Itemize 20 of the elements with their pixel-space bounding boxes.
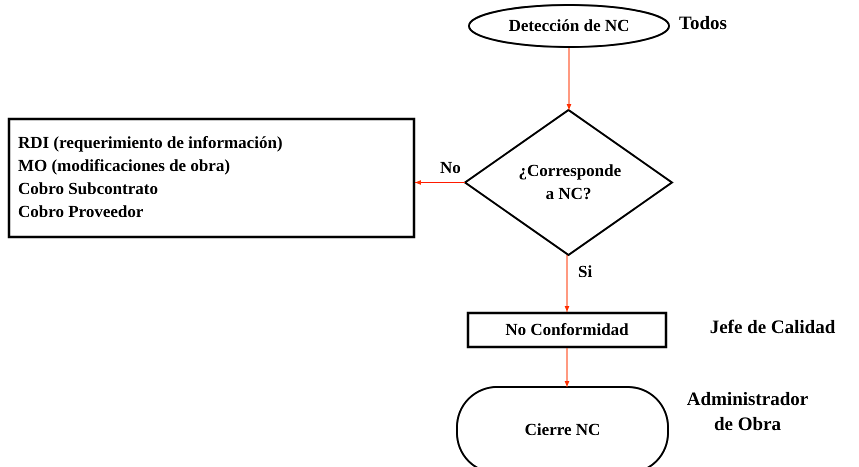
node-label: Cierre NC xyxy=(524,418,600,441)
arrow xyxy=(414,180,466,185)
role-label: Jefe de Calidad xyxy=(708,316,836,340)
node-label: ¿Corresponde a NC? xyxy=(518,160,618,204)
arrow xyxy=(564,348,570,388)
list-item: Cobro Subcontrato xyxy=(18,178,158,200)
role-label: Todos xyxy=(678,12,728,36)
list-item: RDI (requerimiento de información) xyxy=(18,132,283,154)
node-label: Detección de NC xyxy=(508,14,630,37)
process-box xyxy=(466,312,668,348)
arrow xyxy=(566,48,572,110)
role-label: Administrador de Obra xyxy=(686,388,810,437)
node-label: No Conformidad xyxy=(505,318,629,341)
list-item: Cobro Proveedor xyxy=(18,200,144,223)
list-item: MO (modificaciones de obra) xyxy=(18,155,230,178)
list-box xyxy=(8,118,416,238)
decision-diamond xyxy=(463,108,674,256)
arrow xyxy=(564,254,570,312)
end-terminator xyxy=(456,386,669,467)
start-ellipse xyxy=(468,4,670,48)
